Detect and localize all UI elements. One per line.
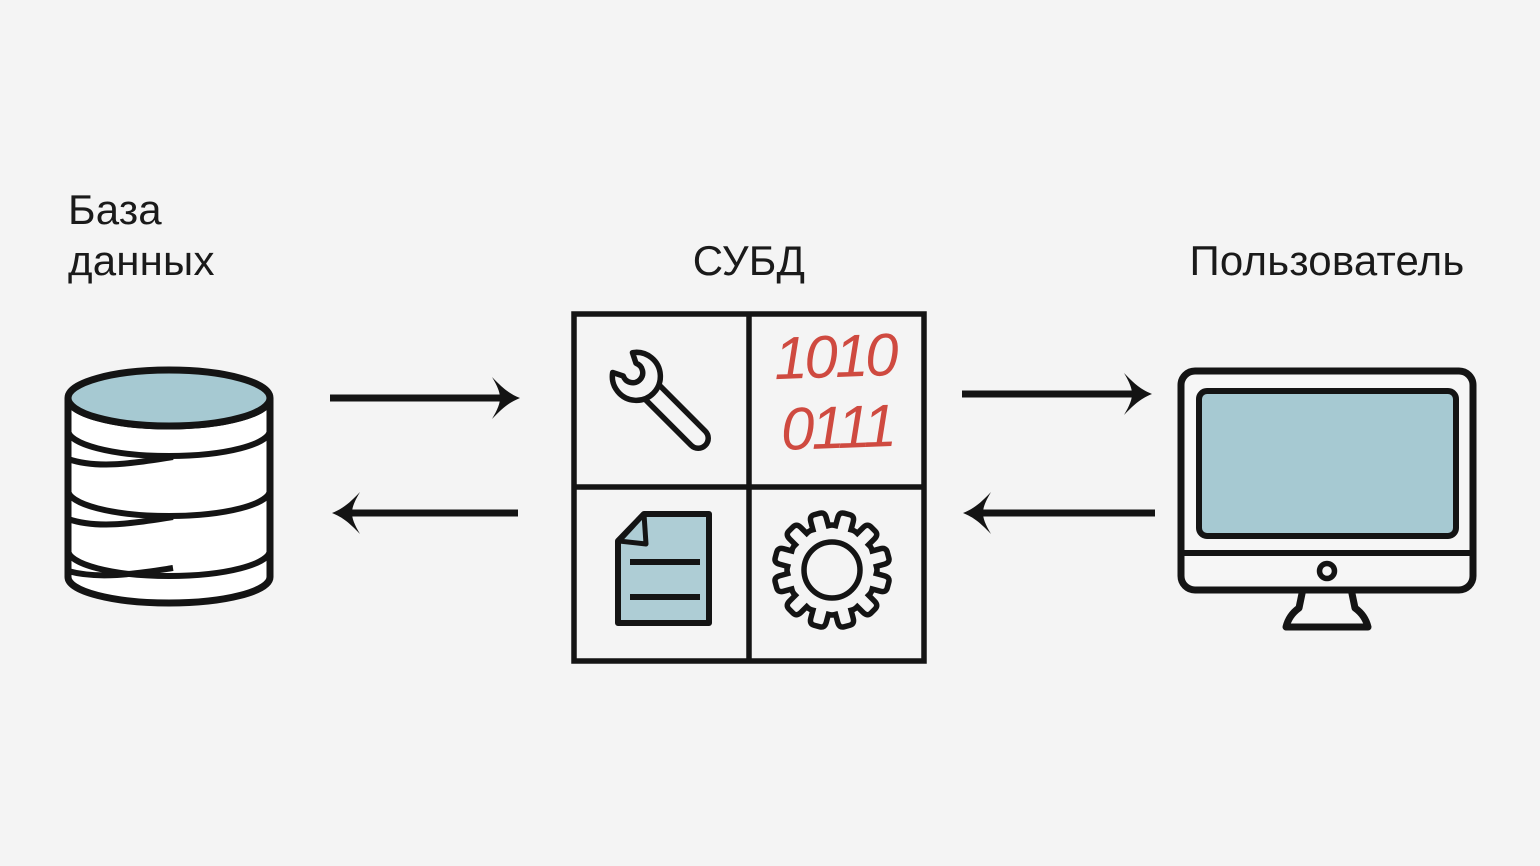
gear-icon <box>774 512 890 628</box>
database-label: База данных <box>68 184 215 286</box>
binary-line1: 1010 <box>772 320 897 393</box>
dbms-box <box>571 311 927 664</box>
binary-code-text: 1010 0111 <box>747 318 926 466</box>
database-label-line1: База <box>68 186 162 233</box>
arrow-dbms-to-database <box>332 492 518 534</box>
wrench-icon <box>609 349 711 451</box>
binary-line2: 0111 <box>779 392 895 463</box>
arrow-database-to-dbms <box>330 377 520 419</box>
computer-monitor-icon <box>1177 367 1477 631</box>
database-cylinder-icon <box>64 366 274 607</box>
database-label-line2: данных <box>68 237 215 284</box>
document-icon <box>615 511 712 626</box>
arrow-user-to-dbms <box>963 492 1155 534</box>
arrow-dbms-to-user <box>962 373 1152 415</box>
monitor-screen <box>1196 388 1459 539</box>
dbms-label: СУБД <box>692 237 806 284</box>
user-label: Пользователь <box>1189 237 1465 284</box>
